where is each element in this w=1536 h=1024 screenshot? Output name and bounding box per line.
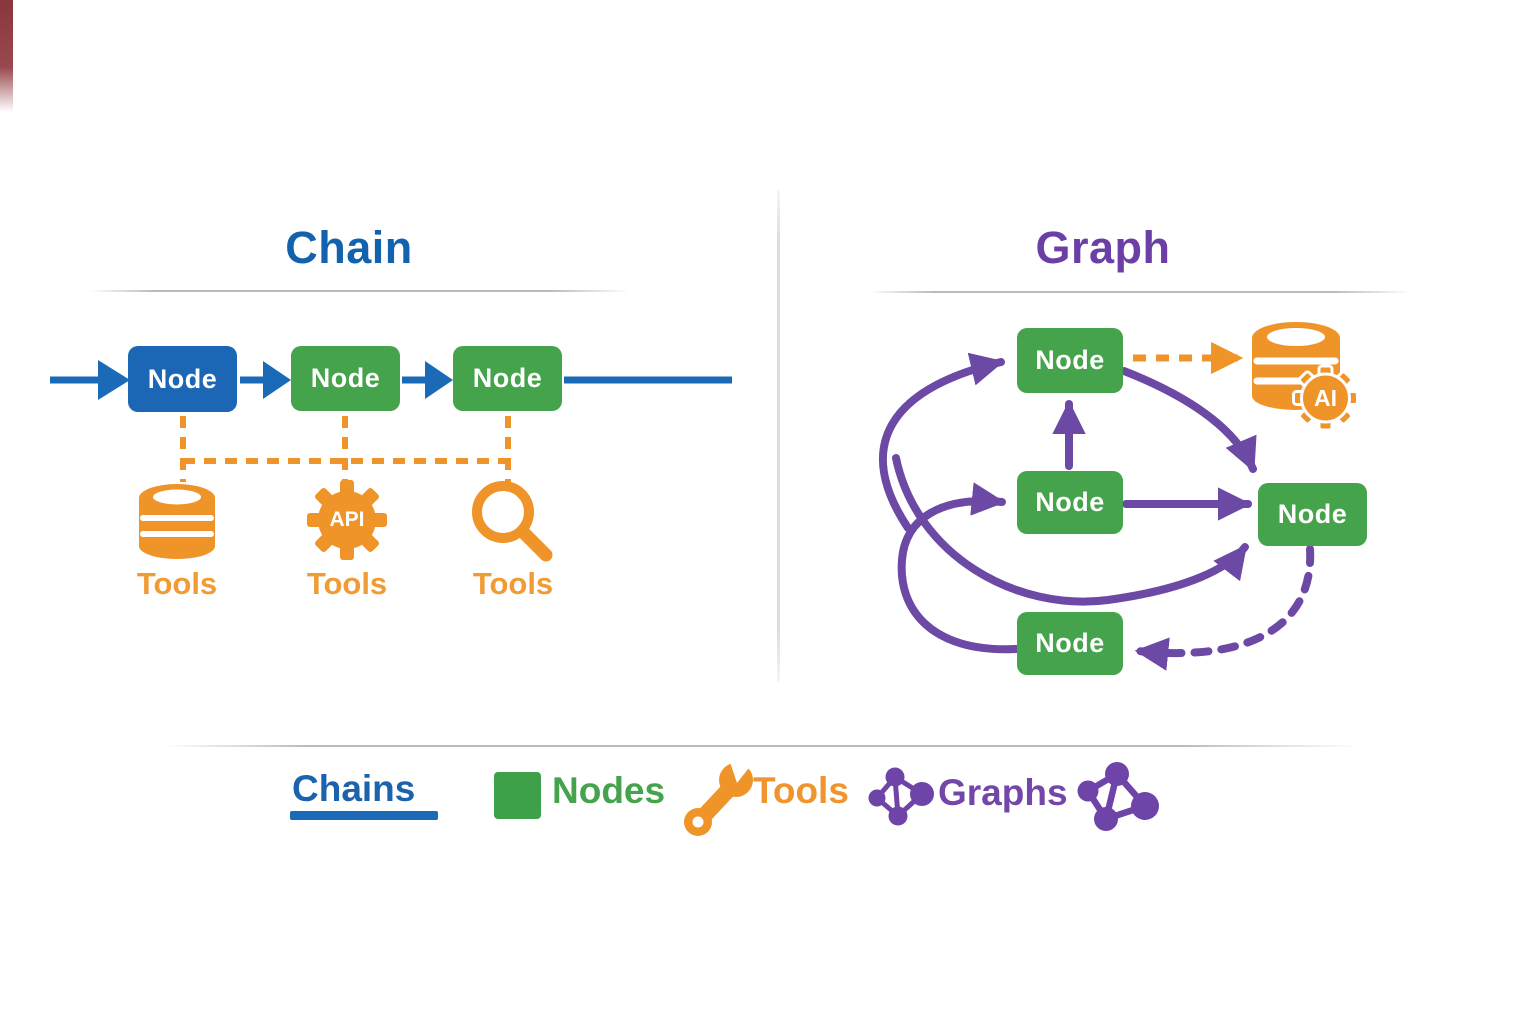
graph-node-right-label: Node [1277,499,1348,529]
graph-arrows [879,352,1315,671]
graph-node-top-label: Node [1035,345,1105,375]
arrow-bottom-to-middle-node [897,482,1020,654]
search-icon [472,481,553,562]
legend-chains-underline [290,811,438,820]
chain-tool-connectors [180,416,511,482]
chain-node-2: Node [291,346,400,411]
legend-divider [165,745,1360,747]
legend-item-graphs: Graphs [938,772,1068,813]
chain-node-2-label: Node [310,363,381,393]
database-icon [139,484,215,559]
graph-node-bottom: Node [1017,612,1123,675]
edge-artifact [0,0,13,112]
tools-label-1: Tools [136,566,218,601]
graph-node-bottom-label: Node [1035,628,1105,658]
panel-divider [777,190,780,682]
api-gear-label: API [329,508,365,531]
tools-label-3: Tools [472,566,554,601]
chain-arrow-2-head [425,361,453,399]
chain-node-1-label: Node [147,363,218,394]
tools-label-2: Tools [306,566,388,601]
node-square-icon [494,772,541,819]
ai-gear [1292,364,1359,432]
chain-title: Chain [285,222,413,273]
chain-node-3: Node [453,346,562,411]
arrow-bottom-to-top-node [879,352,1005,532]
chain-node-1: Node [128,346,237,412]
database-ai-icon [1252,322,1359,432]
arrow-top-to-right-node [1120,367,1257,473]
chain-arrow-1-head [263,361,291,399]
chain-node-3-label: Node [472,363,543,393]
arrow-sweep-to-right-node [892,454,1249,606]
legend-item-tools: Tools [753,770,849,811]
chain-flow-arrows [50,360,732,400]
legend-item-chains: Chains [292,768,416,809]
api-gear-icon [307,480,387,560]
graph-node-right: Node [1258,483,1367,546]
graph-title: Graph [1035,222,1171,273]
graph-node-middle-label: Node [1035,487,1105,517]
graph-node-middle: Node [1017,471,1123,534]
legend-item-nodes: Nodes [552,770,666,811]
chain-title-divider [90,290,630,292]
network-icon [868,767,934,826]
ai-gear-label: AI [1314,384,1337,411]
graph-node-top: Node [1017,328,1123,393]
arrow-right-to-bottom-node-dashed [1134,545,1315,671]
graph-title-divider [868,291,1412,293]
network-icon-large [1077,762,1159,831]
chain-lead-arrowhead [98,360,130,400]
wrench-icon [684,753,756,836]
